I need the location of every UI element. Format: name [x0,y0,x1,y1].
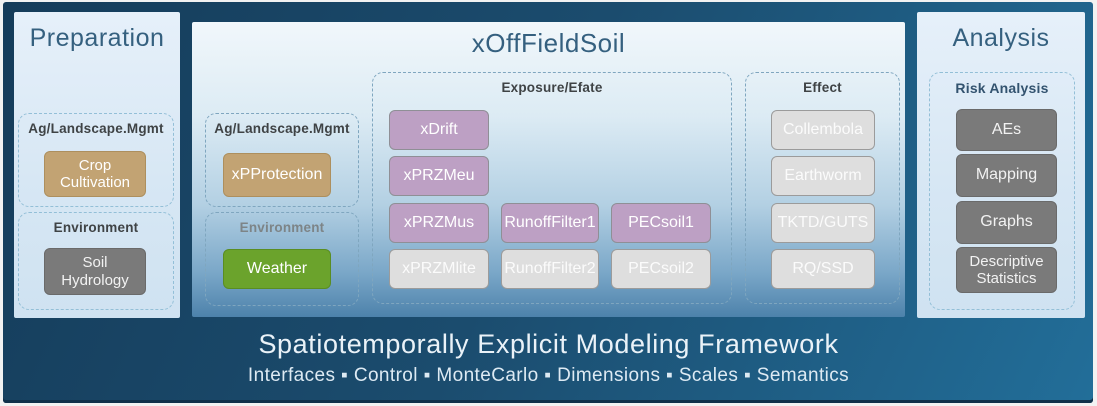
module-button-descriptive-statistics: Descriptive Statistics [956,247,1057,293]
module-button-mapping: Mapping [956,154,1057,197]
group-label: Environment [53,220,139,235]
module-button-collembola: Collembola [771,110,875,150]
group-label: Ag/Landscape.Mgmt [28,121,164,136]
module-button-earthworm: Earthworm [771,156,875,196]
module-button-xdrift: xDrift [389,110,489,150]
group-environment: Environment Weather [205,212,359,306]
module-button-runofffilter2: RunoffFilter2 [501,249,599,289]
module-button-xprzmlite: xPRZMlite [389,249,489,289]
group-ag-landscape-mgmt: Ag/Landscape.Mgmt Crop Cultivation [18,113,174,207]
group-risk-analysis: Risk Analysis AEs Mapping Graphs Descrip… [929,72,1075,310]
analysis-title: Analysis [952,24,1050,52]
group-label: Environment [239,220,325,235]
group-environment: Environment Soil Hydrology [18,212,174,310]
module-button-aes: AEs [956,109,1057,151]
module-button-soil-hydrology: Soil Hydrology [44,248,146,295]
group-label: Risk Analysis [955,80,1049,96]
module-button-xprzmeu: xPRZMeu [389,156,489,196]
module-button-graphs: Graphs [956,201,1057,244]
footer-subtitle: Interfaces ▪ Control ▪ MonteCarlo ▪ Dime… [247,365,850,386]
module-button-pecsoil1: PECsoil1 [611,203,711,243]
module-button-xpprotection: xPProtection [223,153,331,197]
preparation-panel: Preparation Ag/Landscape.Mgmt Crop Culti… [14,12,180,318]
preparation-title: Preparation [29,24,165,52]
footer-title: Spatiotemporally Explicit Modeling Frame… [258,329,839,359]
xofffieldsoil-panel: xOffFieldSoil Ag/Landscape.Mgmt xPProtec… [192,22,905,317]
framework-footer: Spatiotemporally Explicit Modeling Frame… [0,320,1097,400]
group-exposure-efate: Exposure/Efate xDrift xPRZMeu xPRZMus xP… [372,72,732,304]
group-ag-landscape-mgmt: Ag/Landscape.Mgmt xPProtection [205,113,359,207]
group-label: Exposure/Efate [501,80,603,95]
module-button-tktd-guts: TKTD/GUTS [771,203,875,243]
group-label: Effect [803,80,842,95]
group-effect: Effect Collembola Earthworm TKTD/GUTS RQ… [745,72,900,304]
group-label: Ag/Landscape.Mgmt [214,121,350,136]
module-button-xprzmus: xPRZMus [389,203,489,243]
module-button-weather: Weather [223,249,331,289]
module-button-pecsoil2: PECsoil2 [611,249,711,289]
module-button-crop-cultivation: Crop Cultivation [44,151,146,197]
xofffieldsoil-title: xOffFieldSoil [471,28,626,58]
module-button-runofffilter1: RunoffFilter1 [501,203,599,243]
analysis-panel: Analysis Risk Analysis AEs Mapping Graph… [917,12,1085,318]
module-button-rq-ssd: RQ/SSD [771,249,875,289]
